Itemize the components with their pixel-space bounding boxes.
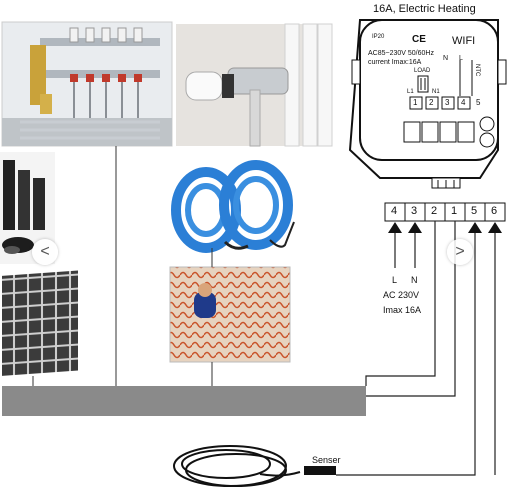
top-terminal-1: 1	[413, 98, 418, 107]
top-terminal-3: 3	[445, 98, 450, 107]
carousel-next-button[interactable]: >	[447, 239, 473, 265]
terminal-1: 1	[451, 205, 458, 217]
manifold-photo	[1, 21, 173, 147]
terminal-5: 5	[471, 205, 478, 217]
l1-label: L1	[407, 89, 414, 95]
spec-line: AC85~230V 50/60Hz	[368, 50, 434, 57]
current-line: current Imax:16A	[368, 59, 422, 66]
heating-mat-photo	[169, 266, 291, 363]
heating-film-grid-photo	[2, 270, 78, 376]
ntc-label: NTC	[474, 64, 480, 77]
n-top-label: N	[443, 55, 449, 62]
terminal-3: 3	[411, 205, 418, 217]
terminal-block	[384, 202, 506, 222]
connection-bar	[2, 386, 366, 416]
power-l-label: L	[392, 275, 398, 285]
voltage-label: AC 230V	[383, 290, 420, 300]
top-terminal-2: 2	[429, 98, 434, 107]
power-n-label: N	[411, 275, 418, 285]
terminal-arrows	[388, 222, 502, 233]
terminal-4: 4	[391, 205, 398, 217]
wifi-label: WIFI	[452, 35, 476, 47]
ce-mark: CE	[412, 34, 426, 45]
ip-badge: IP20	[372, 34, 385, 40]
l-top-label: L	[459, 55, 463, 62]
load-label: LOAD	[414, 68, 431, 74]
thermostat-back	[348, 19, 507, 189]
terminal-wires	[336, 221, 496, 476]
terminal-2: 2	[431, 205, 438, 217]
top-terminal-4: 4	[461, 98, 466, 107]
device-feed-lines	[32, 146, 213, 386]
n1-label: N1	[432, 89, 440, 95]
sensor-cable	[173, 445, 301, 487]
current-label: Imax 16A	[383, 305, 422, 315]
chevron-right-icon: >	[455, 243, 465, 260]
heating-cable-photo	[171, 160, 295, 253]
sensor-label: Senser	[312, 455, 341, 465]
sensor-probe	[304, 466, 336, 475]
carousel-prev-button[interactable]: <	[32, 239, 58, 265]
terminal-6: 6	[491, 205, 498, 217]
top-terminal-5: 5	[476, 98, 481, 107]
header-title: 16A, Electric Heating	[373, 3, 476, 15]
chevron-left-icon: <	[40, 243, 50, 260]
radiator-valve-photo	[176, 23, 333, 147]
